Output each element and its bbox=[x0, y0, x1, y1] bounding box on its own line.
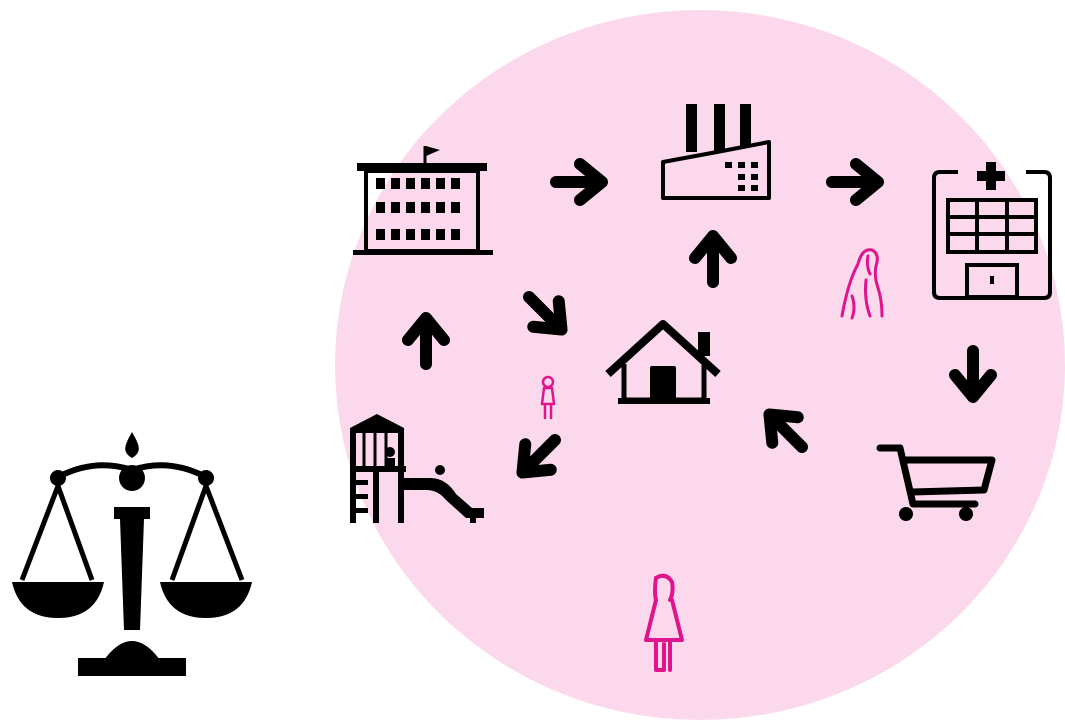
person-figure-icon-adult bbox=[644, 573, 684, 672]
school-building-icon bbox=[353, 146, 493, 255]
scales-of-justice-icon bbox=[12, 432, 252, 676]
pink-circle bbox=[335, 10, 1065, 720]
person-figure-icon-small bbox=[540, 375, 556, 420]
hospital-icon bbox=[932, 162, 1052, 300]
shopping-cart-icon bbox=[876, 444, 996, 521]
factory-icon bbox=[661, 104, 771, 200]
house-icon bbox=[605, 320, 721, 404]
person-figure-icon-elderly bbox=[840, 248, 884, 320]
playground-icon bbox=[350, 414, 484, 523]
